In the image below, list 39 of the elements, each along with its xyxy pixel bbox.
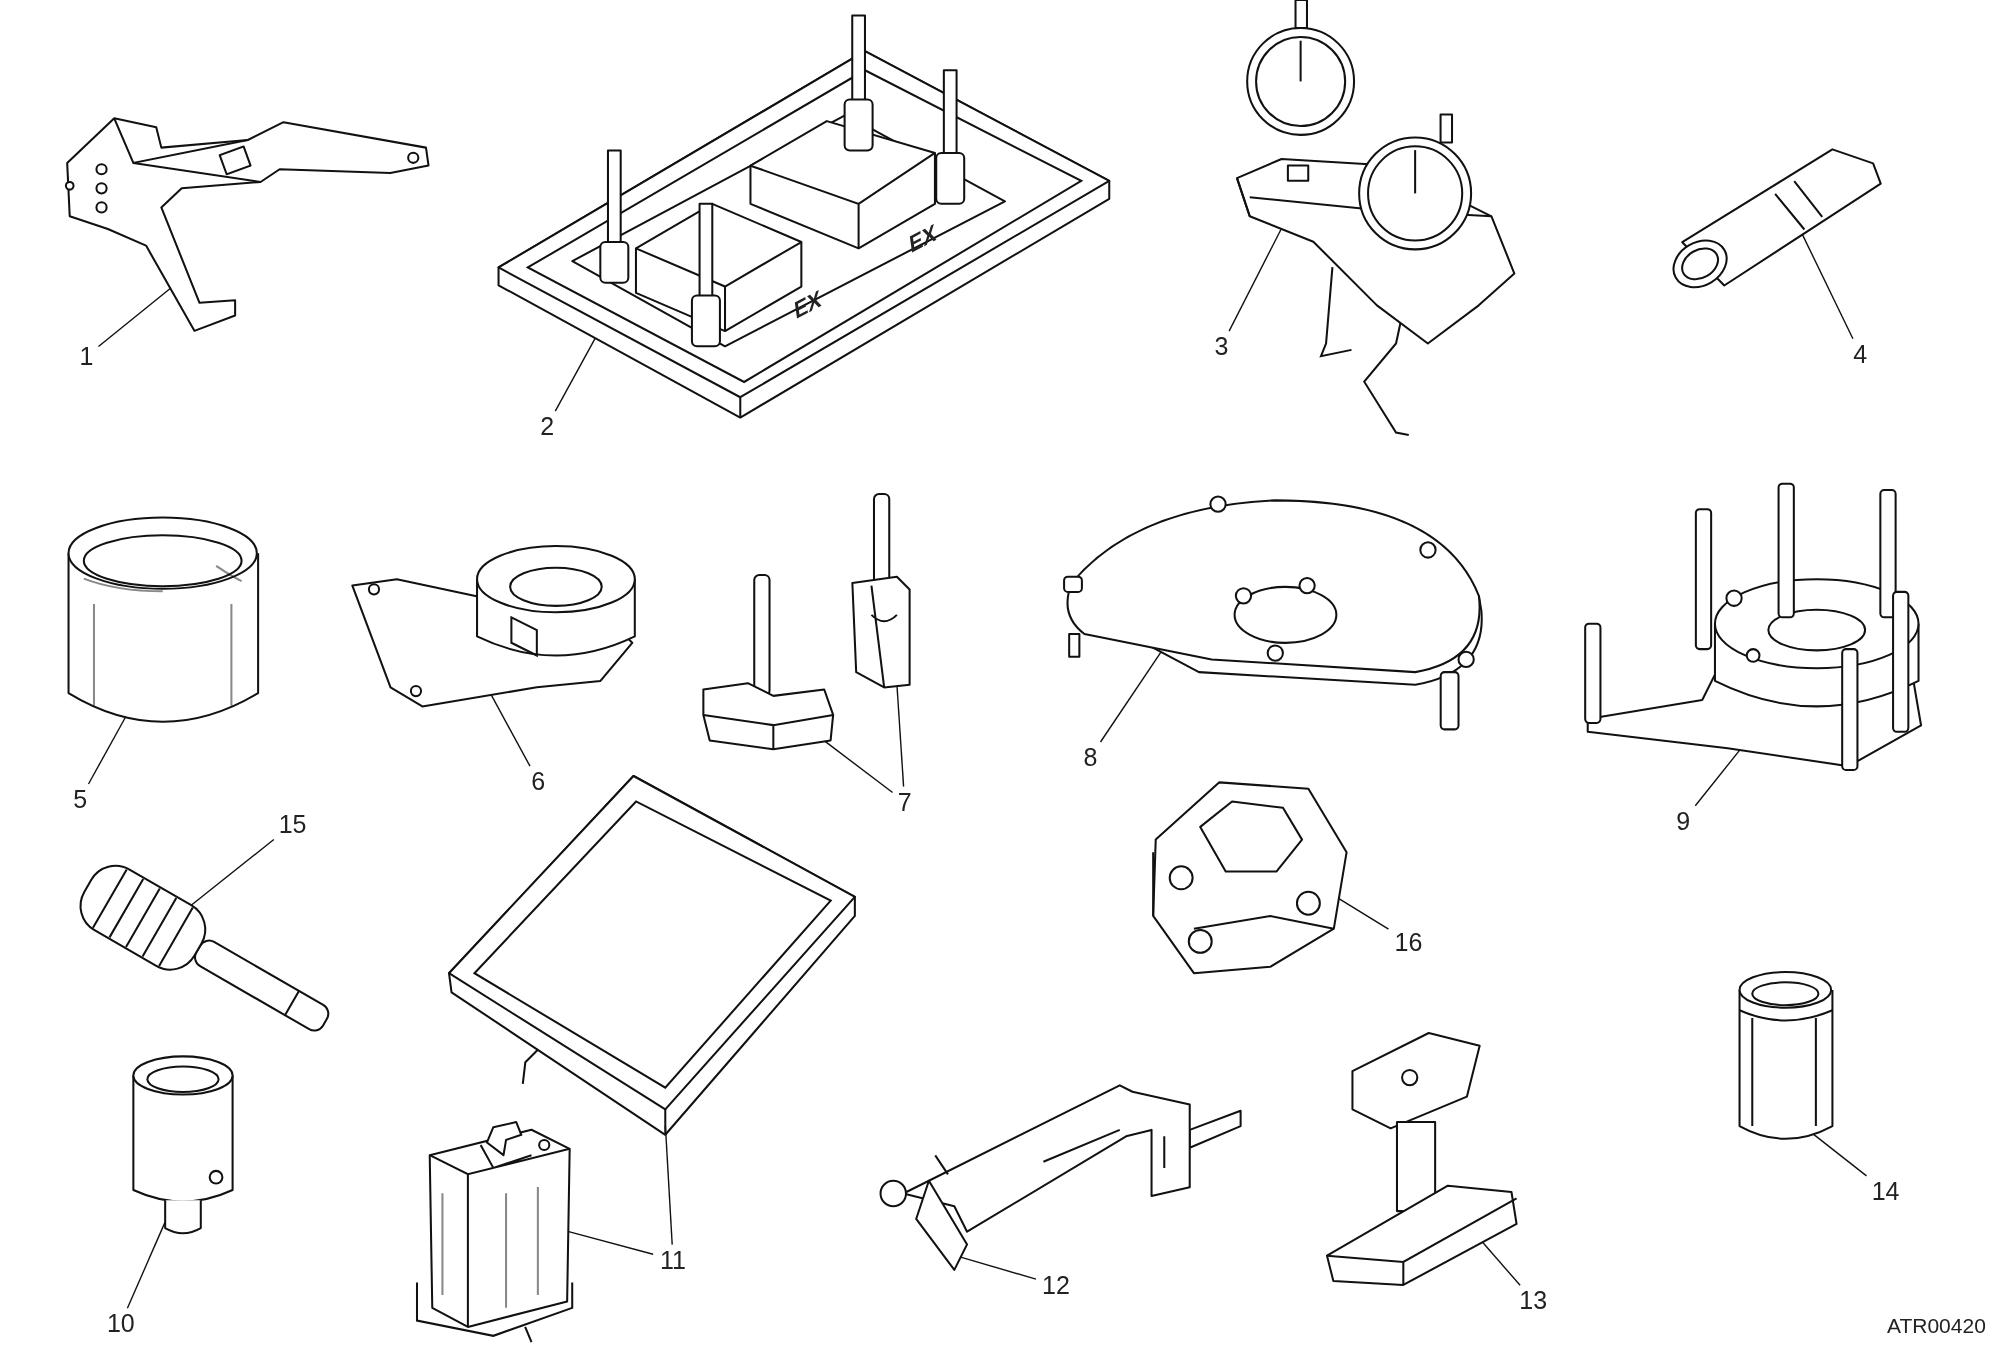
leader-line — [190, 838, 275, 906]
leader-line — [490, 694, 531, 767]
cup-drawing — [66, 515, 261, 726]
leader-line — [554, 337, 597, 412]
leader-line — [1481, 1241, 1521, 1286]
block-marking: EX — [907, 218, 938, 260]
callout-number: 8 — [1078, 742, 1103, 773]
leader-line — [824, 740, 894, 794]
leader-line — [1812, 1133, 1868, 1177]
leader-line — [1694, 749, 1741, 807]
callout-number: 3 — [1209, 331, 1234, 362]
leader-line — [97, 287, 172, 348]
callout-number: 14 — [1865, 1175, 1906, 1206]
leader-line — [1099, 651, 1162, 743]
leader-line — [568, 1230, 654, 1255]
callout-number: 4 — [1848, 338, 1873, 369]
leader-line — [664, 1125, 673, 1246]
callout-number: 2 — [535, 411, 560, 442]
callout-number: 15 — [272, 809, 313, 840]
drawing-code: ATR00420 — [1886, 1313, 1986, 1338]
callout-number: 5 — [68, 784, 93, 814]
callout-number: 9 — [1671, 805, 1696, 836]
dial-gauge-drawing — [1236, 0, 1517, 439]
leader-line — [896, 685, 905, 788]
leader-line — [1801, 233, 1854, 340]
callout-number: 6 — [526, 766, 551, 797]
callout-number: 10 — [100, 1308, 141, 1339]
callout-number: 7 — [892, 786, 917, 817]
callout-number: 16 — [1388, 926, 1429, 957]
leader-line — [1228, 228, 1282, 332]
callout-number: 11 — [653, 1244, 694, 1275]
callout-number: 1 — [74, 341, 99, 372]
t-bar-drawing — [1327, 1033, 1517, 1286]
leader-line — [87, 716, 126, 785]
block-marking: EX — [793, 284, 823, 326]
leader-line — [1337, 897, 1390, 930]
leader-line — [126, 1220, 167, 1309]
callout-number: 13 — [1513, 1285, 1554, 1316]
callout-number: 12 — [1036, 1270, 1076, 1301]
